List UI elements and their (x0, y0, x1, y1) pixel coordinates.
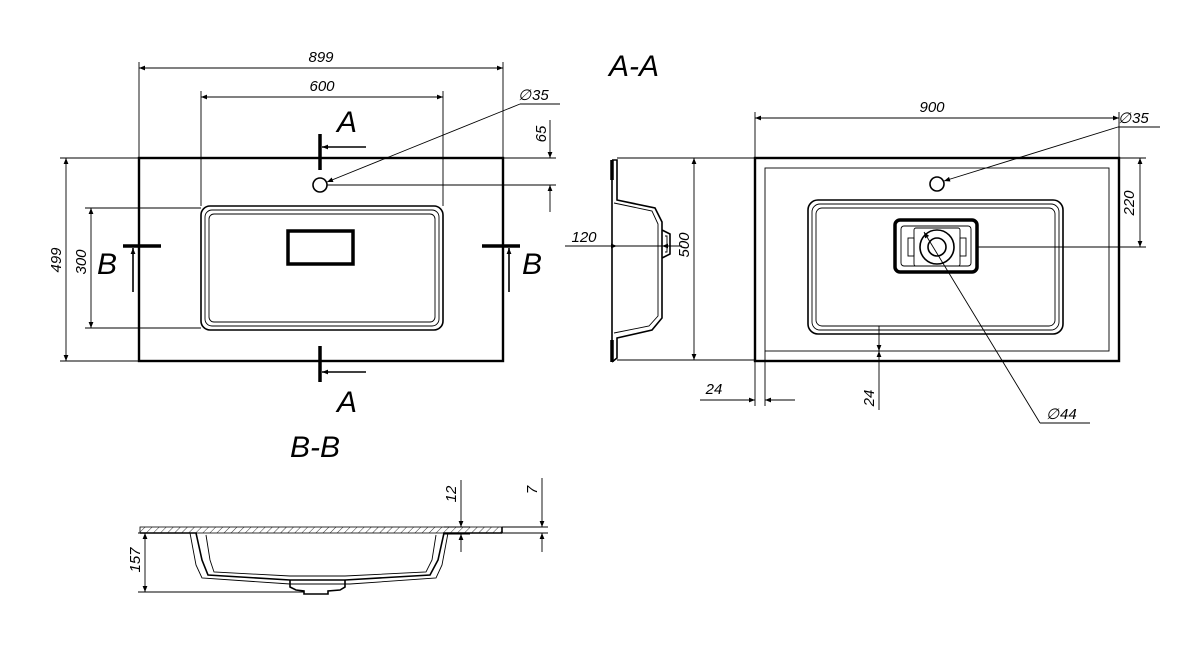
dim-bb-edge-thickness: 7 (502, 478, 548, 552)
dim-bv-side-margin-text: 24 (705, 381, 723, 398)
top-view: 899 600 ∅ 35 65 499 (48, 49, 560, 419)
dim-bv-drain-offset: 220 (977, 157, 1146, 248)
dim-bb-edge-thickness-text: 7 (524, 485, 541, 494)
dim-aa-height-text: 120 (571, 229, 597, 246)
bv-diameter-symbol: ∅ (1118, 110, 1132, 127)
dim-bv-front-margin: 24 (861, 326, 882, 410)
section-marker-a-top: A (318, 106, 366, 170)
bottom-view-bowl (807, 199, 1064, 335)
bottom-view-outline (753, 156, 1121, 363)
top-view-bowl (200, 205, 444, 331)
section-marker-b-right: B (482, 244, 542, 292)
dim-bv-hole-diameter: ∅ 35 (943, 110, 1160, 182)
dim-aa-depth: 500 (617, 157, 755, 361)
dim-bb-rim-thickness: 12 (443, 480, 470, 552)
bottom-view-inner-edge (764, 167, 1110, 352)
bottom-view-drain (893, 218, 979, 274)
dim-bb-height-text: 157 (127, 547, 144, 573)
dim-bowl-depth-text: 300 (73, 249, 90, 275)
dim-bowl-depth: 300 (73, 207, 201, 329)
section-b-right-label: B (522, 248, 542, 281)
section-a-top-label: A (335, 106, 357, 139)
dim-bb-height: 157 (127, 532, 304, 593)
dim-overall-width: 899 (138, 49, 504, 158)
dim-bowl-width: 600 (200, 78, 444, 206)
section-bb: B-B 157 12 7 (127, 431, 548, 595)
dim-bv-drain-offset-text: 220 (1121, 190, 1138, 217)
section-bb-profile (139, 526, 503, 595)
dim-bb-rim-thickness-text: 12 (443, 485, 460, 502)
top-view-drain (286, 229, 355, 266)
section-bb-title: B-B (290, 431, 340, 464)
dim-bv-hole-diameter-text: 35 (1132, 110, 1149, 127)
section-aa: A-A 120 500 (565, 50, 755, 363)
bv-drain-diameter-symbol: ∅ (1046, 406, 1060, 423)
dim-hole-diameter-text: 35 (532, 87, 549, 104)
section-marker-b-left: B (97, 244, 161, 292)
dim-overall-depth: 499 (48, 157, 139, 362)
dim-overall-width-text: 899 (308, 49, 334, 66)
dim-aa-height: 120 (565, 229, 682, 249)
section-marker-a-bottom: A (318, 346, 366, 419)
dim-bowl-width-text: 600 (309, 78, 335, 95)
section-aa-profile (610, 159, 671, 363)
dim-bv-front-margin-text: 24 (861, 390, 878, 408)
dim-hole-diameter: ∅ 35 (326, 87, 560, 183)
bottom-view: 900 ∅ 35 220 24 24 (700, 99, 1160, 424)
dim-overall-depth-text: 499 (48, 247, 65, 273)
section-aa-title: A-A (607, 50, 659, 83)
dim-bv-width-text: 900 (919, 99, 945, 116)
diameter-symbol: ∅ (518, 87, 532, 104)
section-a-bottom-label: A (335, 386, 357, 419)
dim-bv-drain-diameter-text: 44 (1060, 406, 1077, 423)
top-view-tap-hole (312, 177, 328, 193)
dim-hole-offset-text: 65 (533, 125, 550, 142)
dim-bv-side-margin: 24 (700, 351, 795, 406)
dim-bv-drain-diameter: ∅ 44 (923, 231, 1090, 424)
dim-aa-depth-text: 500 (676, 232, 693, 258)
bottom-view-tap-hole (929, 176, 945, 192)
dim-hole-offset: 65 (327, 120, 556, 212)
dim-bv-width: 900 (754, 99, 1120, 158)
section-b-left-label: B (97, 248, 117, 281)
